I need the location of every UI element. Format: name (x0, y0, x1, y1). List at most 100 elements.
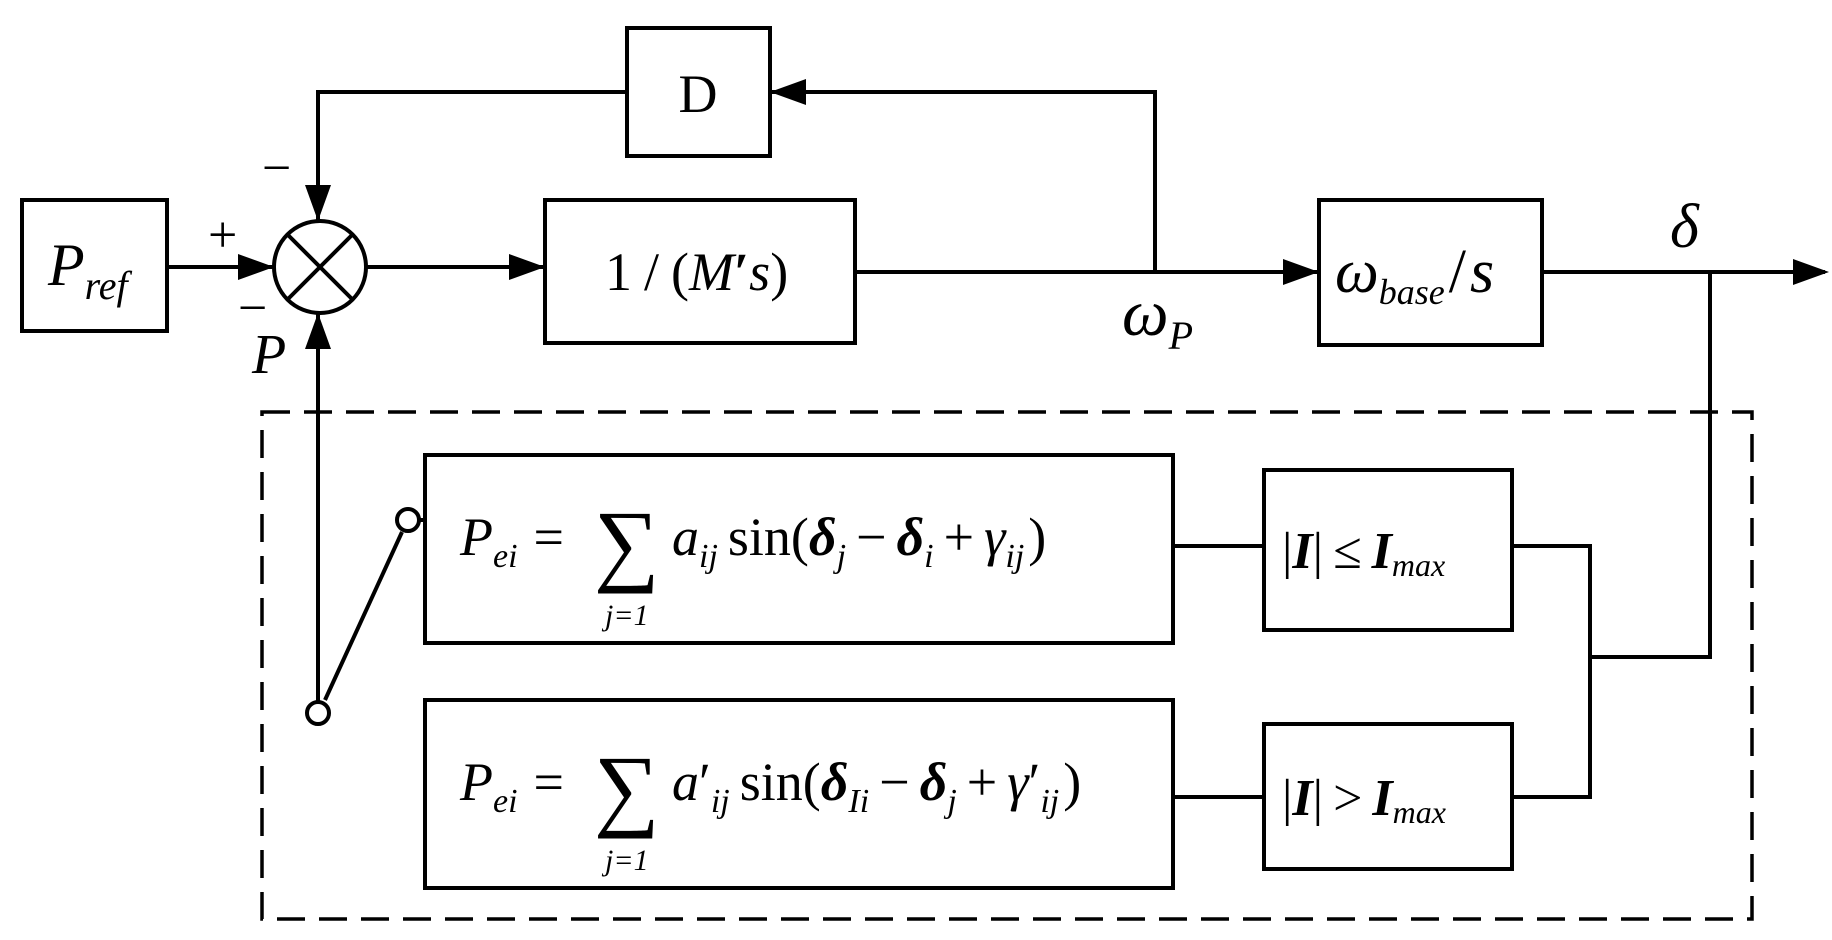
switch-blade (323, 531, 404, 701)
eq1-delta2: δ (897, 507, 925, 567)
cond-le-sub: max (1392, 547, 1445, 583)
eq2-delta2-sub: j (943, 783, 956, 820)
arrowhead-into-inertia (509, 254, 545, 280)
eq2-gamma-prime: ′ (1029, 752, 1041, 812)
pref-label: P (47, 232, 85, 298)
cond-gt-bar-close: | (1313, 770, 1323, 827)
eq2-sum: ∑ (594, 737, 660, 839)
signal-p: P (251, 324, 286, 386)
eq2-a: a (672, 752, 699, 812)
cond-le-bar-open: | (1282, 523, 1292, 580)
arrowhead-into-d (770, 79, 806, 105)
integrator-slash: / (1449, 238, 1467, 306)
pref-subscript: ref (85, 263, 133, 308)
eq2-sin: sin( (740, 752, 821, 812)
eq1-plus: + (944, 507, 974, 567)
sign-plus: + (208, 207, 237, 264)
svg-text:Pei=: Pei = (459, 507, 564, 575)
svg-text:Pei=: Pei = (459, 752, 564, 820)
eq1-minus: − (856, 507, 886, 567)
eq2-delta2: δ (920, 752, 948, 812)
eq1-delta1: δ (809, 507, 837, 567)
inertia-one: 1 (605, 242, 632, 302)
eq2-minus: − (879, 752, 909, 812)
cond-gt-imax: I (1371, 770, 1394, 827)
eq1-delta2-sub: i (924, 538, 933, 575)
signal-omega: ω (1122, 277, 1169, 350)
eq2-close: ) (1063, 752, 1081, 812)
inertia-rparen: ) (770, 242, 788, 302)
eq1-lower-limit: j=1 (601, 599, 649, 632)
integrator-s: s (1470, 238, 1494, 306)
sign-minus-bottom: − (238, 280, 267, 337)
svg-text:|I|>Imax: |I|>Imax (1282, 770, 1446, 830)
wire-d-to-junction (316, 90, 627, 221)
inertia-slash: / (644, 242, 659, 302)
eq1-a: a (672, 507, 699, 567)
cond-le-op: ≤ (1333, 523, 1362, 580)
eq2-lhs-sub: ei (493, 783, 518, 820)
svg-text:|I|≤Imax: |I|≤Imax (1282, 523, 1445, 583)
eq2-gamma: γ (1007, 752, 1030, 812)
signal-omega-sub: P (1168, 313, 1193, 358)
eq2-lhs: P (459, 752, 493, 812)
inertia-m: M (688, 242, 737, 302)
svg-text:1/(M′s): 1/(M′s) (605, 242, 788, 302)
cond-gt-i: I (1291, 770, 1314, 827)
sign-minus-top: − (262, 140, 291, 197)
arrowhead-output (1793, 259, 1829, 285)
wire-delta-feedback (1590, 272, 1712, 659)
cond-gt-sub: max (1393, 794, 1446, 830)
eq2-delta1-sub: Ii (847, 783, 869, 820)
svg-text:ωbase/s: ωbase/s (1335, 238, 1494, 312)
cond-le-block (1262, 468, 1514, 632)
cond-le-i: I (1291, 523, 1314, 580)
cond-gt-op: > (1333, 770, 1362, 827)
svg-text:ωP: ωP (1122, 277, 1193, 358)
inertia-lparen: ( (671, 242, 689, 302)
cond-le-imax: I (1371, 523, 1394, 580)
eq1-delta1-sub: j (833, 538, 846, 575)
nonlinear-region-dashed-box (260, 410, 1754, 921)
cond-le-bar-close: | (1313, 523, 1323, 580)
eq2-plus: + (967, 752, 997, 812)
eq2-lower-limit: j=1 (601, 844, 649, 877)
switch-contact-upper (395, 507, 421, 533)
signal-delta: δ (1670, 193, 1700, 261)
eq1-lhs: P (459, 507, 493, 567)
eq2-block (423, 698, 1175, 890)
eq2-a-prime: ′ (699, 752, 711, 812)
eq1-sum: ∑ (594, 492, 660, 594)
inertia-prime: ′ (734, 242, 749, 302)
junction-cross-2 (286, 233, 354, 301)
cond-gt-bar-open: | (1282, 770, 1292, 827)
wire-combiner (1512, 544, 1592, 799)
integrator-subscript: base (1379, 272, 1445, 312)
switch-contact-lower (305, 700, 331, 726)
eq1-close: ) (1028, 507, 1046, 567)
eq2-equals: = (534, 752, 564, 812)
eq2-a-sub: ij (711, 783, 730, 820)
eq1-lhs-sub: ei (493, 538, 518, 575)
integrator-omega: ω (1335, 238, 1379, 306)
eq1-sin: sin( (728, 507, 809, 567)
arrowhead-into-junction-left (238, 254, 274, 280)
eq1-gamma-sub: ij (1005, 538, 1024, 575)
arrowhead-into-junction-top (305, 185, 331, 221)
svg-text:Pref: Pref (47, 232, 132, 308)
eq1-gamma: γ (984, 507, 1007, 567)
eq2-delta1: δ (821, 752, 849, 812)
wire-omega-to-d (770, 90, 1157, 272)
eq1-block (423, 453, 1175, 645)
arrowhead-into-junction-bottom (305, 313, 331, 349)
eq1-a-sub: ij (699, 538, 718, 575)
eq2-gamma-sub: ij (1040, 783, 1059, 820)
arrowhead-into-integrator (1283, 259, 1319, 285)
eq1-equals: = (534, 507, 564, 567)
inertia-s: s (749, 242, 770, 302)
